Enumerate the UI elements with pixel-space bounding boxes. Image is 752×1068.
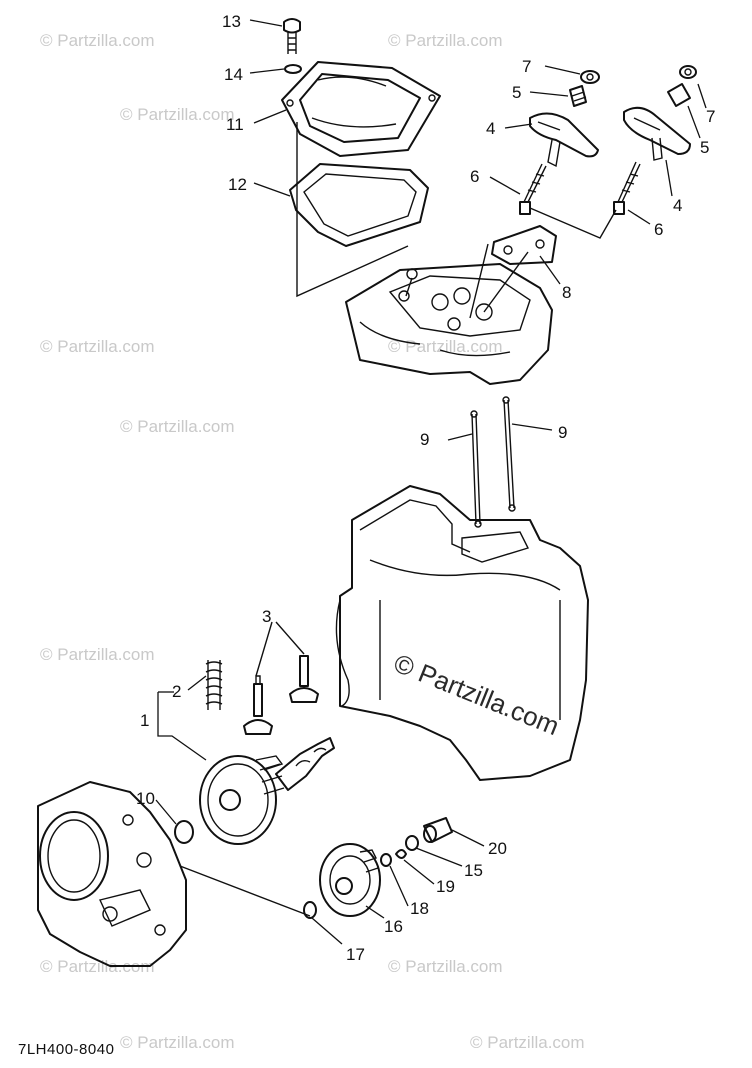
crankcase — [335, 485, 589, 781]
bolt-13 — [283, 18, 301, 54]
callout-14: 14 — [224, 65, 243, 84]
watermark: © Partzilla.com — [120, 1033, 235, 1052]
head-cover-11 — [281, 61, 441, 157]
valve-3-left — [243, 675, 273, 735]
callout-2: 2 — [172, 682, 181, 701]
callout-4-left: 4 — [486, 119, 495, 138]
watermark: © Partzilla.com — [40, 31, 155, 50]
watermark: © Partzilla.com — [120, 417, 235, 436]
callout-11: 11 — [226, 115, 244, 134]
watermark: © Partzilla.com — [40, 337, 155, 356]
callout-1: 1 — [140, 711, 149, 730]
callout-10: 10 — [136, 789, 155, 808]
washer-17 — [303, 901, 317, 919]
assembly-line — [469, 243, 529, 319]
callout-13: 13 — [222, 12, 241, 31]
drawing-code: 7LH400-8040 — [18, 1041, 114, 1058]
watermark-center: © Partzilla.com — [390, 648, 564, 741]
watermark: © Partzilla.com — [120, 105, 235, 124]
adjuster-5-right — [667, 83, 691, 107]
crankcase-cover — [37, 781, 187, 967]
push-rod-9-right — [502, 396, 516, 512]
callout-leader — [255, 621, 305, 677]
washer-18 — [380, 853, 392, 867]
watermark-layer: © Partzilla.com © Partzilla.com © Partzi… — [40, 31, 585, 1052]
watermark: © Partzilla.com — [40, 645, 155, 664]
watermark: © Partzilla.com — [470, 1033, 585, 1052]
callout-3: 3 — [262, 607, 271, 626]
callout-4-right: 4 — [673, 196, 682, 215]
callout-16: 16 — [384, 917, 403, 936]
callout-6-right: 6 — [654, 220, 663, 239]
bolt-6-left — [519, 163, 547, 215]
callout-7-left: 7 — [522, 57, 531, 76]
assembly-line — [296, 122, 409, 298]
watermark: © Partzilla.com — [388, 957, 503, 976]
bracket-line — [157, 692, 207, 761]
washer-15 — [405, 835, 419, 851]
callout-17: 17 — [346, 945, 365, 964]
rocker-arm-4-left — [529, 112, 599, 168]
watermark: © Partzilla.com — [388, 337, 503, 356]
callout-labels: 13 14 11 12 7 5 4 6 7 5 4 6 8 9 9 3 2 1 … — [136, 12, 715, 964]
valve-spring-2 — [205, 660, 223, 710]
watermark: © Partzilla.com — [40, 957, 155, 976]
adjuster-5-left — [569, 85, 587, 107]
washer-14 — [284, 64, 302, 74]
cylinder-head — [345, 263, 553, 385]
bolt-6-right — [613, 161, 641, 215]
push-rod-9-left — [470, 410, 482, 528]
rocker-arm-4-right — [623, 106, 691, 161]
callout-15: 15 — [464, 861, 483, 880]
gasket-12 — [289, 163, 429, 247]
callout-8: 8 — [562, 283, 571, 302]
governor-gear-16 — [319, 843, 381, 917]
rocker-shaft-plate-8 — [491, 225, 557, 265]
callout-9-right: 9 — [558, 423, 567, 442]
o-ring-10 — [174, 820, 194, 844]
nut-7-right — [679, 65, 697, 79]
valve-3-right — [289, 655, 319, 703]
camshaft-1 — [199, 737, 335, 845]
callout-20: 20 — [488, 839, 507, 858]
callout-19: 19 — [436, 877, 455, 896]
assembly-line — [405, 277, 413, 297]
shaft-20 — [423, 817, 453, 843]
clip-19 — [395, 849, 407, 859]
nut-7-left — [580, 70, 600, 84]
callout-5-left: 5 — [512, 83, 521, 102]
callout-12: 12 — [228, 175, 247, 194]
callout-6-left: 6 — [470, 167, 479, 186]
assembly-line — [179, 865, 311, 917]
watermark: © Partzilla.com — [388, 31, 503, 50]
callout-5-right: 5 — [700, 138, 709, 157]
assembly-line — [529, 207, 617, 239]
callout-9-left: 9 — [420, 430, 429, 449]
callout-18: 18 — [410, 899, 429, 918]
leader-lines — [155, 19, 707, 945]
callout-7-right: 7 — [706, 107, 715, 126]
